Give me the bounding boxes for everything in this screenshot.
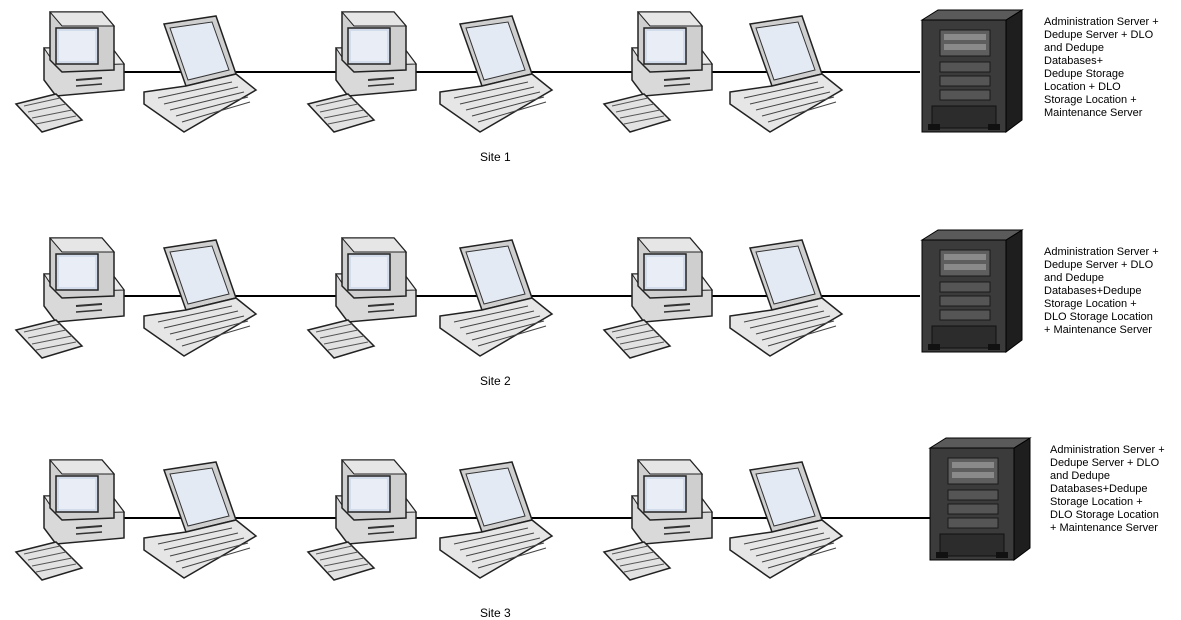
desktop-computer-icon [15, 237, 125, 359]
laptop-icon [729, 461, 843, 579]
server-label-line: Administration Server + [1050, 444, 1165, 456]
server-label-line: and Dedupe [1050, 470, 1110, 482]
desktop-computer-icon [15, 459, 125, 581]
laptop-icon [439, 239, 553, 357]
laptop-icon [439, 461, 553, 579]
site-3-label: Site 3 [480, 606, 511, 620]
server-label-line: + Maintenance Server [1044, 324, 1152, 336]
server-label-line: Storage Location + [1044, 298, 1137, 310]
server-label-line: Location + DLO [1044, 81, 1121, 93]
laptop-icon [729, 15, 843, 133]
tower-server-icon [921, 229, 1023, 353]
server-label-line: DLO Storage Location [1044, 311, 1153, 323]
site-2-label: Site 2 [480, 374, 511, 388]
server-label-line: Databases+Dedupe [1044, 285, 1142, 297]
site-3-server-label: Administration Server + Dedupe Server + … [1050, 444, 1181, 535]
tower-server-icon [921, 9, 1023, 133]
server-label-line: Dedupe Server + DLO [1044, 29, 1154, 41]
server-label-line: Databases+Dedupe [1050, 483, 1148, 495]
site-2-server-label: Administration Server + Dedupe Server + … [1044, 246, 1181, 337]
server-label-line: Maintenance Server [1044, 107, 1143, 119]
site-2-row [15, 229, 1023, 359]
laptop-icon [143, 461, 257, 579]
server-label-line: Dedupe Storage [1044, 68, 1125, 80]
laptop-icon [143, 239, 257, 357]
laptop-icon [729, 239, 843, 357]
site-3-row [15, 437, 1031, 581]
server-label-line: Dedupe Server + DLO [1050, 457, 1160, 469]
laptop-icon [143, 15, 257, 133]
server-label-line: Databases+ [1044, 55, 1104, 67]
server-label-line: and Dedupe [1044, 272, 1104, 284]
server-label-line: Storage Location + [1044, 94, 1137, 106]
site-1-label: Site 1 [480, 150, 511, 164]
server-label-line: + Maintenance Server [1050, 522, 1158, 534]
desktop-computer-icon [603, 459, 713, 581]
site-1-server-label: Administration Server + Dedupe Server + … [1044, 16, 1181, 120]
desktop-computer-icon [307, 237, 417, 359]
desktop-computer-icon [603, 237, 713, 359]
server-label-line: Storage Location + [1050, 496, 1143, 508]
server-label-line: and Dedupe [1044, 42, 1104, 54]
server-label-line: Dedupe Server + DLO [1044, 259, 1154, 271]
desktop-computer-icon [15, 11, 125, 133]
tower-server-icon [929, 437, 1031, 561]
desktop-computer-icon [307, 459, 417, 581]
server-label-line: Administration Server + [1044, 246, 1159, 258]
server-label-line: Administration Server + [1044, 16, 1159, 28]
laptop-icon [439, 15, 553, 133]
site-1-row [15, 9, 1023, 133]
server-label-line: DLO Storage Location [1050, 509, 1159, 521]
